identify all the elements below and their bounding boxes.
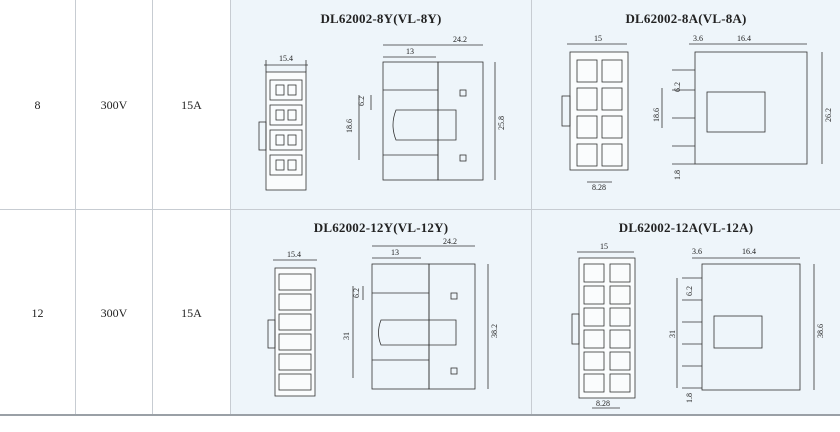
- row2-left-connector-drawing: 15.4 24.2 13 6.2 31 38.2: [267, 238, 499, 397]
- row2-right-dim-height: 38.6: [816, 324, 825, 338]
- column-divider: [152, 0, 153, 414]
- row1-spec-area: [0, 0, 230, 209]
- row1-right-dim-height: 26.2: [824, 108, 833, 122]
- row2-voltage: 300V: [100, 306, 128, 320]
- row2-right-dim-pitch: 6.2: [685, 286, 694, 296]
- row2-right-dim-offset: 3.6: [692, 247, 702, 256]
- row2-left-dim-pitch-total: 31: [342, 332, 351, 340]
- row1-right-dim-pitch-total: 18.6: [652, 108, 661, 122]
- row1-left-dim-front-width: 15.4: [279, 54, 293, 63]
- row1-right-model-title: DL62002-8A(VL-8A): [625, 11, 747, 26]
- row1-left-dim-pitch-total: 18.6: [345, 119, 354, 133]
- column-divider: [531, 0, 532, 414]
- row1-right-dim-pin: 1.8: [673, 170, 682, 180]
- row1-left-dim-pitch: 6.2: [357, 96, 366, 106]
- row1-right-dim-offset: 3.6: [693, 34, 703, 43]
- row1-left-dim-height: 25.8: [497, 116, 506, 130]
- row2-right-connector-drawing: 15 8.28 6.2 31 1.8 3.6 16.4 38.6: [571, 242, 825, 409]
- row2-right-dim-pin: 1.8: [685, 393, 694, 403]
- row1-right-dim-pitch: 6.2: [673, 82, 682, 92]
- row2-right-dim-front-width: 15: [600, 242, 608, 251]
- row1-left-dim-side-top: 13: [406, 47, 414, 56]
- row1-left-model-title: DL62002-8Y(VL-8Y): [320, 11, 442, 26]
- row2-pins: 12: [31, 306, 44, 320]
- row2-left-dim-front-width: 15.4: [287, 250, 301, 259]
- row1-left-dim-side-length: 24.2: [453, 35, 467, 44]
- row1-right-dim-front-width: 15: [594, 34, 602, 43]
- row2-current: 15A: [181, 306, 202, 320]
- row2-left-dim-pitch: 6.2: [352, 288, 361, 298]
- column-divider: [230, 0, 231, 414]
- table-bottom-rule: [0, 414, 840, 416]
- row1-left-connector-drawing: 15.4 24.2 13 6.2 18.6 25.8: [258, 35, 506, 191]
- row2-right-dim-bottom-width: 8.28: [596, 399, 610, 408]
- row2-left-model-title: DL62002-12Y(VL-12Y): [313, 220, 449, 235]
- row2-left-dim-height: 38.2: [490, 324, 499, 338]
- row1-current: 15A: [181, 98, 202, 112]
- row1-right-dim-bottom-width: 8.28: [592, 183, 606, 192]
- row1-right-dim-side-length: 16.4: [737, 34, 751, 43]
- row1-pins: 8: [34, 98, 41, 112]
- row1-voltage: 300V: [100, 98, 128, 112]
- row2-left-dim-side-length: 24.2: [443, 238, 457, 246]
- column-divider: [75, 0, 76, 414]
- row2-left-dim-side-top: 13: [391, 248, 399, 257]
- row2-right-dim-side-length: 16.4: [742, 247, 756, 256]
- row-divider: [0, 209, 840, 210]
- row1-right-connector-drawing: 15 8.28 6.2 18.6 1.8 3.6 16.4 26.2: [561, 34, 833, 192]
- row2-spec-area: [0, 210, 230, 414]
- row2-right-dim-pitch-total: 31: [668, 330, 677, 338]
- row2-right-model-title: DL62002-12A(VL-12A): [618, 220, 754, 235]
